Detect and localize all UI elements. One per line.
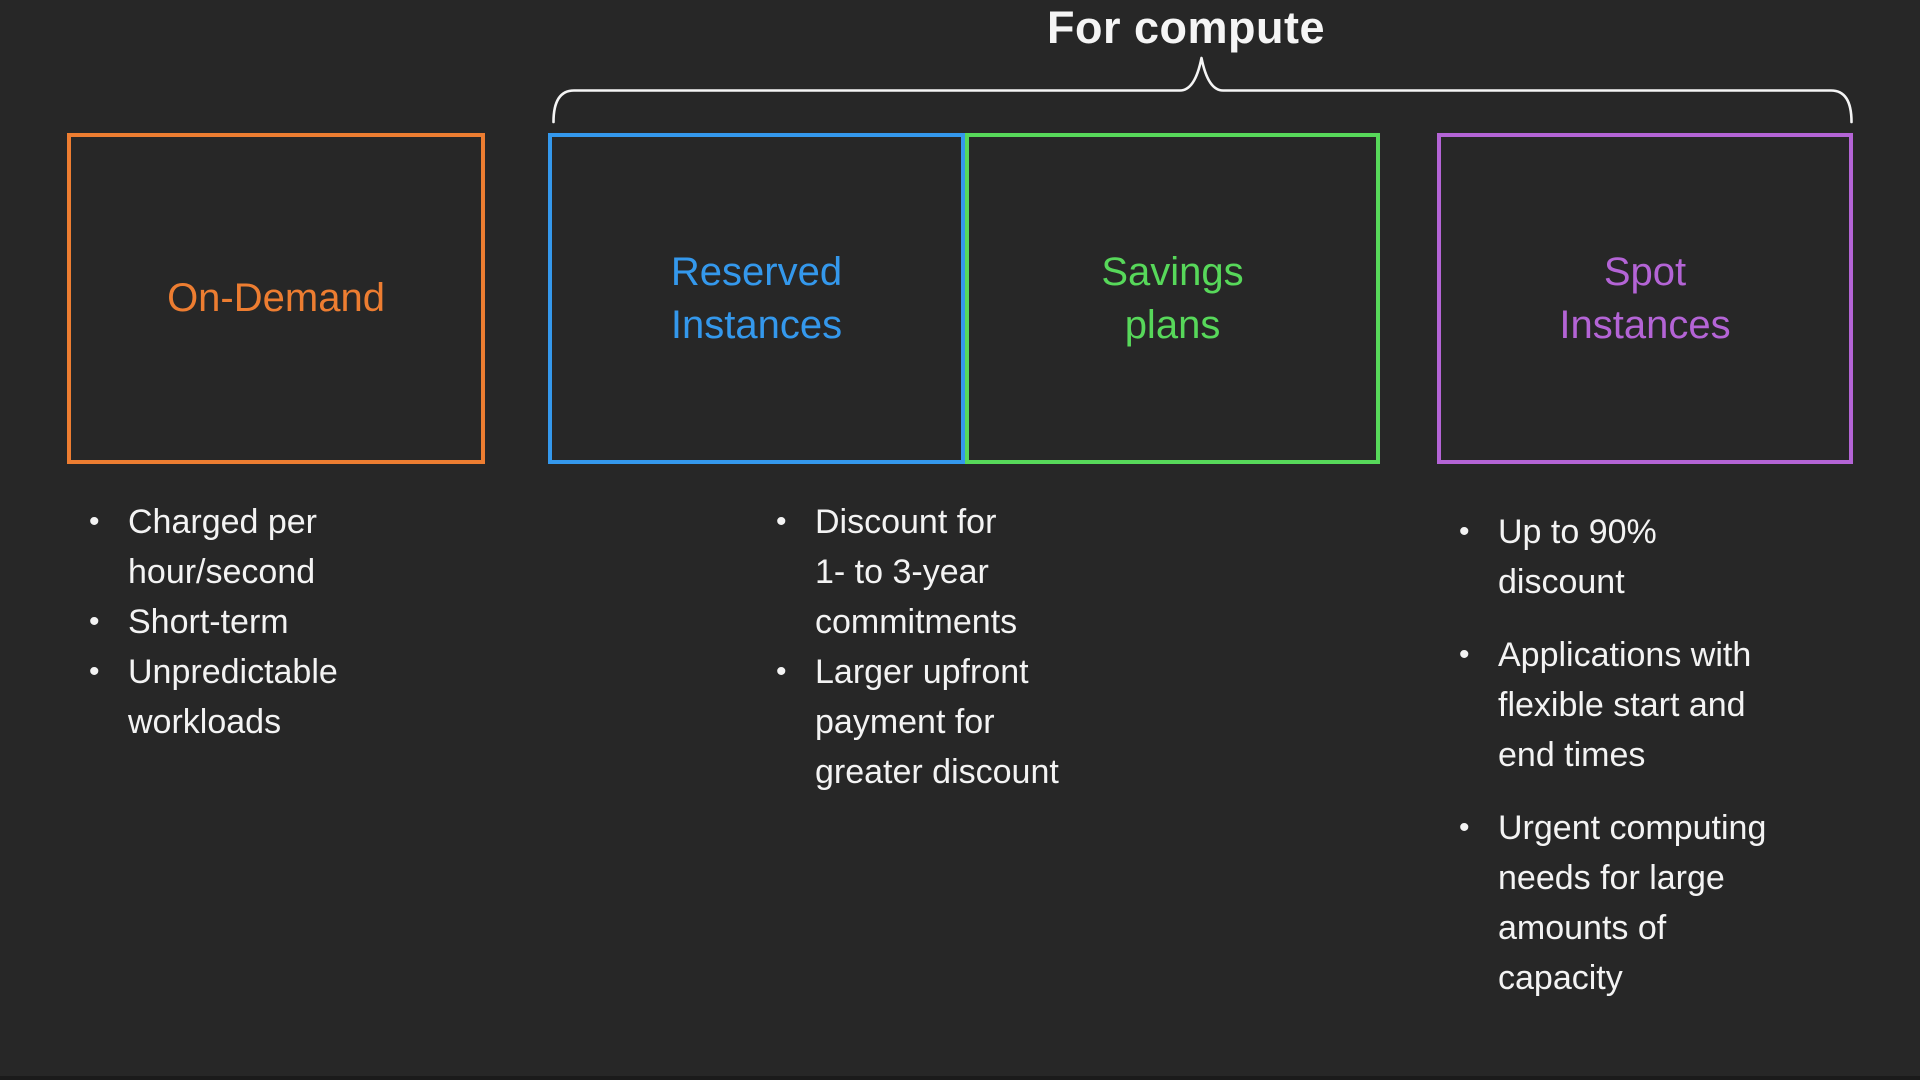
list-item-text: Charged per hour/second — [128, 503, 318, 591]
list-item-text: Up to 90% discount — [1498, 513, 1657, 601]
bullet-icon: • — [89, 655, 100, 688]
list-item: • Urgent computing needs for large amoun… — [1445, 803, 1885, 1003]
bullet-icon: • — [1459, 638, 1470, 671]
reserved-savings-bullet-list: • Discount for 1- to 3-year commitments … — [762, 497, 1142, 797]
list-item-text: Short-term — [128, 603, 289, 641]
list-item-text: Larger upfront payment for greater disco… — [815, 653, 1059, 791]
bullet-icon: • — [776, 505, 787, 538]
list-item: • Applications with flexible start and e… — [1445, 630, 1885, 780]
list-item-text: Discount for 1- to 3-year commitments — [815, 503, 1018, 641]
bullet-icon: • — [776, 655, 787, 688]
bottom-edge-divider — [0, 1076, 1920, 1080]
box-on-demand: On-Demand — [67, 133, 485, 464]
list-item-text: Urgent computing needs for large amounts… — [1498, 809, 1767, 997]
list-item: • Short-term — [75, 597, 435, 647]
list-item: • Unpredictable workloads — [75, 647, 435, 747]
list-item: • Up to 90% discount — [1445, 507, 1885, 607]
box-reserved-instances-label: Reserved Instances — [670, 249, 843, 347]
bullet-icon: • — [89, 505, 100, 538]
bullet-icon: • — [1459, 811, 1470, 844]
page-title: For compute — [1046, 2, 1326, 53]
box-reserved-instances: Reserved Instances — [548, 133, 965, 464]
bullet-icon: • — [1459, 515, 1470, 548]
box-spot-instances: Spot Instances — [1437, 133, 1853, 464]
box-savings-plans: Savings plans — [965, 133, 1380, 464]
list-item: • Larger upfront payment for greater dis… — [762, 647, 1142, 797]
list-item-text: Unpredictable workloads — [128, 653, 338, 741]
list-item: • Charged per hour/second — [75, 497, 435, 597]
spot-bullet-list: • Up to 90% discount • Applications with… — [1445, 507, 1885, 1026]
box-spot-instances-label: Spot Instances — [1559, 249, 1731, 347]
box-on-demand-label: On-Demand — [167, 276, 385, 320]
on-demand-bullet-list: • Charged per hour/second • Short-term •… — [75, 497, 435, 747]
list-item: • Discount for 1- to 3-year commitments — [762, 497, 1142, 647]
box-savings-plans-label: Savings plans — [1101, 249, 1244, 347]
brace-icon — [552, 56, 1853, 124]
list-item-text: Applications with flexible start and end… — [1498, 636, 1752, 774]
bullet-icon: • — [89, 605, 100, 638]
